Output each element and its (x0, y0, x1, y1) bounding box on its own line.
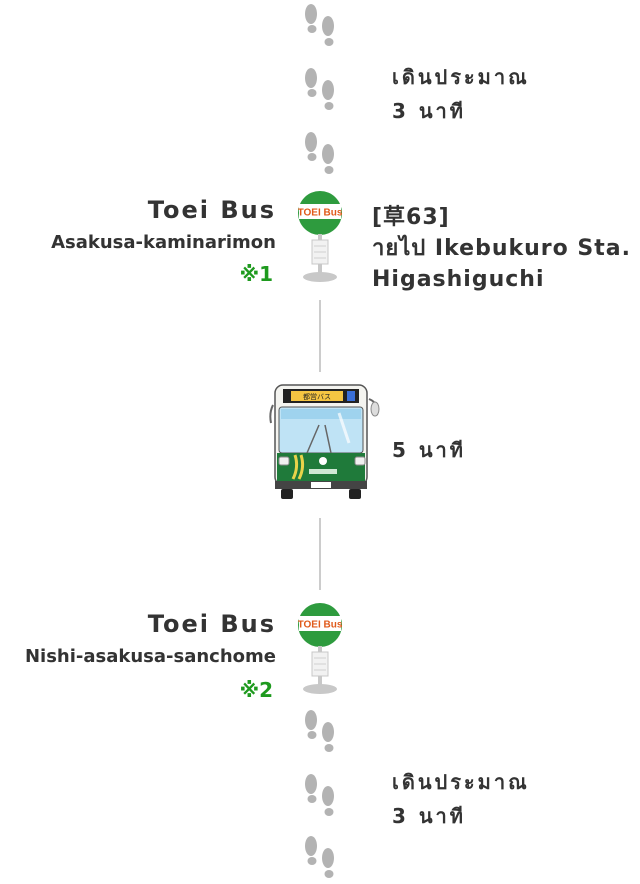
stop1-sign-label: TOEI Bus (298, 208, 343, 219)
footprints-icon (302, 128, 338, 180)
footprints-icon (302, 0, 338, 52)
walk-label: เดินประมาณ (392, 65, 530, 89)
route-line (319, 518, 321, 590)
bus-destination-sign: 都営バス (303, 392, 331, 401)
bus-stop-sign-icon: TOEI Bus (298, 602, 344, 694)
walk-label: เดินประมาณ (392, 770, 530, 794)
walk-duration-bottom: เดินประมาณ 3 นาที (392, 765, 530, 833)
stop2-name: Nishi-asakusa-sanchome (24, 646, 276, 667)
footprints-icon (302, 706, 338, 758)
footprints-icon (302, 64, 338, 116)
ride-duration: 5 นาที (392, 438, 466, 462)
footprints-icon (302, 770, 338, 822)
stop2-sign-label: TOEI Bus (298, 620, 343, 631)
walk-duration-top: เดินประมาณ 3 นาที (392, 60, 530, 128)
stop1-name: Asakusa-kaminarimon (51, 232, 276, 253)
route-line (319, 300, 321, 372)
footprints-icon (302, 832, 338, 884)
route-destination: ายไป Ikebukuro Sta. (372, 236, 631, 261)
walk-minutes: 3 นาที (392, 99, 466, 123)
route-number: [草63] (372, 205, 450, 230)
walk-minutes: 3 นาที (392, 804, 466, 828)
bus-icon: 都営バス (269, 383, 381, 503)
stop2-note: ※2 (239, 678, 273, 702)
stop1-operator: Toei Bus (147, 196, 276, 224)
bus-stop-sign-icon: TOEI Bus (298, 190, 344, 282)
route-info: [草63] ายไป Ikebukuro Sta. Higashiguchi (372, 202, 631, 295)
route-destination-cont: Higashiguchi (372, 267, 545, 292)
stop2-operator: Toei Bus (147, 610, 276, 638)
stop1-note: ※1 (239, 262, 273, 286)
